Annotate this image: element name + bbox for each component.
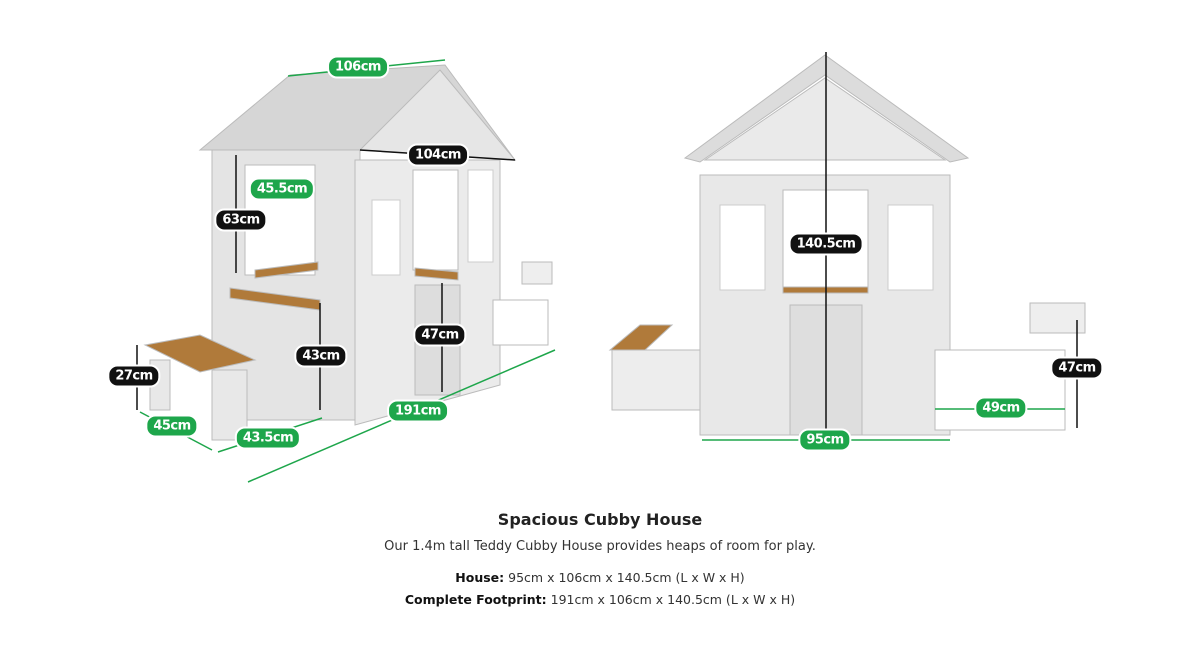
dimension-label-total-length: 191cm — [387, 399, 449, 423]
dimension-label-bench-length: 43.5cm — [234, 426, 302, 450]
dimension-label-house-length: 95cm — [798, 428, 852, 452]
dimension-label-bench-height: 27cm — [107, 364, 161, 388]
footprint-label: Complete Footprint: — [404, 592, 547, 607]
house-value: 95cm x 106cm x 140.5cm (L x W x H) — [508, 570, 745, 585]
dimension-label-counter-height: 43cm — [294, 344, 348, 368]
footprint-value: 191cm x 106cm x 140.5cm (L x W x H) — [550, 592, 796, 607]
dimension-label-window-width: 45.5cm — [248, 177, 316, 201]
dimension-label-window-height: 63cm — [214, 208, 268, 232]
dimension-label-roof-front: 104cm — [407, 143, 469, 167]
dimension-label-bench-width: 45cm — [145, 414, 199, 438]
dimension-label-fence-width: 49cm — [974, 396, 1028, 420]
right-house-image — [608, 54, 1086, 436]
dimension-label-total-height: 140.5cm — [788, 232, 864, 256]
house-label: House: — [455, 570, 505, 585]
footprint-dimensions: Complete Footprint: 191cm x 106cm x 140.… — [0, 592, 1200, 607]
dimension-label-fence-height: 47cm — [1050, 356, 1104, 380]
section-subtitle: Our 1.4m tall Teddy Cubby House provides… — [384, 539, 816, 554]
dimension-label-roof-width: 106cm — [327, 55, 389, 79]
dimension-label-door-height: 47cm — [413, 323, 467, 347]
section-title: Spacious Cubby House — [497, 510, 703, 529]
house-dimensions: House: 95cm x 106cm x 140.5cm (L x W x H… — [0, 570, 1200, 585]
left-house-image — [143, 64, 553, 441]
